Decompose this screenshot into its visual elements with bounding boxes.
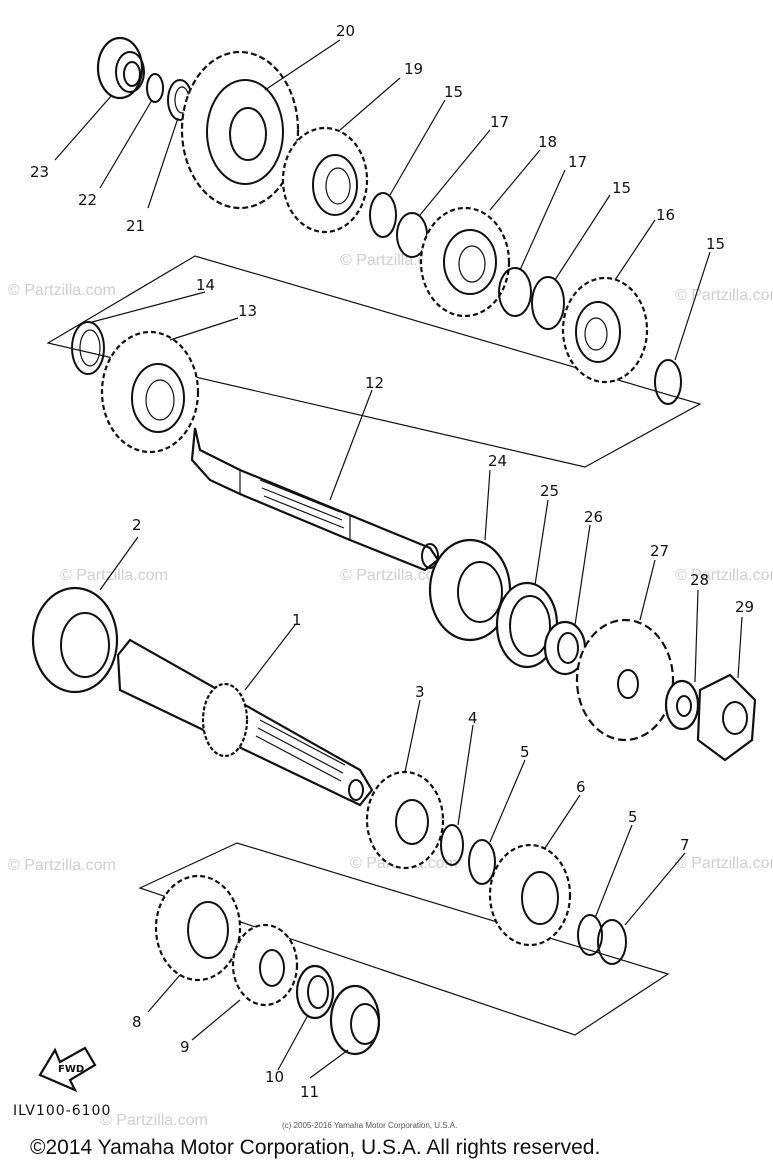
part-label-15-a: 15 <box>444 83 463 101</box>
part-label-28: 28 <box>690 571 709 589</box>
part-label-11: 11 <box>300 1083 319 1101</box>
diagram-code: ILV100-6100 <box>13 1103 111 1119</box>
upper-shaft-frame <box>46 255 702 468</box>
part-label-8: 8 <box>132 1013 142 1031</box>
washer-17-b <box>498 267 532 317</box>
gear-6 <box>488 843 572 947</box>
gear-13 <box>100 330 200 454</box>
part-label-19: 19 <box>404 60 423 78</box>
part-label-4: 4 <box>468 709 478 727</box>
circlip-15-a <box>369 192 397 238</box>
washer-14-bore <box>79 329 101 367</box>
part-label-23: 23 <box>30 163 49 181</box>
washer-4 <box>440 824 464 866</box>
bearing-23 <box>96 36 145 100</box>
part-label-27: 27 <box>650 542 669 560</box>
copyright-notice: ©2014 Yamaha Motor Corporation, U.S.A. A… <box>30 1136 601 1159</box>
part-label-20: 20 <box>336 22 355 40</box>
part-label-17-a: 17 <box>490 113 509 131</box>
part-label-25: 25 <box>540 482 559 500</box>
part-label-2: 2 <box>132 516 142 534</box>
part-label-12: 12 <box>365 374 384 392</box>
part-label-17-b: 17 <box>568 153 587 171</box>
source-line: (c) 2005-2016 Yamaha Motor Corporation, … <box>282 1121 457 1130</box>
main-shaft-12 <box>190 427 440 572</box>
watermark: © Partzilla.com <box>8 282 116 299</box>
part-number-labels: 1 2 3 4 5 5 6 7 8 9 10 11 12 13 14 15 15… <box>30 22 754 1101</box>
sprocket-27 <box>575 618 675 742</box>
part-label-14: 14 <box>196 276 215 294</box>
part-label-5-a: 5 <box>520 743 530 761</box>
bearing-2 <box>31 586 119 694</box>
gear-9 <box>231 923 299 1007</box>
part-label-3: 3 <box>415 683 425 701</box>
watermark: © Partzilla.com <box>675 287 773 304</box>
gear-18 <box>419 206 511 318</box>
watermark: © Partzilla.com <box>675 567 773 584</box>
gear-20 <box>180 50 300 210</box>
gear-19 <box>281 126 369 234</box>
gear-3 <box>365 770 445 870</box>
watermark: © Partzilla.com <box>675 855 773 872</box>
part-label-18: 18 <box>538 133 557 151</box>
leader-lines <box>54 39 743 1079</box>
watermark: © Partzilla.com <box>8 857 116 874</box>
part-label-22: 22 <box>78 191 97 209</box>
fwd-arrow-icon: FWD <box>38 1046 97 1093</box>
part-label-15-c: 15 <box>706 235 725 253</box>
circlip-5-a <box>468 839 496 885</box>
circlip-15-b <box>531 276 565 330</box>
part-label-29: 29 <box>735 598 754 616</box>
circlip-15-c <box>654 359 682 405</box>
part-label-5-b: 5 <box>628 808 638 826</box>
part-label-13: 13 <box>238 302 257 320</box>
washer-14 <box>71 321 105 375</box>
drive-axle-1 <box>116 638 374 807</box>
washer-7 <box>597 919 627 965</box>
part-label-15-b: 15 <box>612 179 631 197</box>
part-label-24: 24 <box>488 452 507 470</box>
washer-10 <box>295 964 335 1020</box>
gear-16 <box>561 276 649 384</box>
fwd-label: FWD <box>58 1064 84 1075</box>
watermark: © Partzilla.com <box>100 1112 208 1129</box>
lock-washer-28 <box>664 679 700 731</box>
watermark: © Partzilla.com <box>60 567 168 584</box>
circlip-22 <box>146 73 164 103</box>
nut-29 <box>696 673 757 762</box>
part-label-6: 6 <box>576 778 586 796</box>
bearing-11 <box>329 984 381 1056</box>
lower-gear-frame <box>138 842 670 1036</box>
part-label-16: 16 <box>656 206 675 224</box>
watermark: © Partzilla.com <box>340 567 448 584</box>
part-label-7: 7 <box>680 836 690 854</box>
gear-8 <box>154 874 242 982</box>
part-label-21: 21 <box>126 217 145 235</box>
part-label-26: 26 <box>584 508 603 526</box>
watermarks: © Partzilla.com © Partzilla.com © Partzi… <box>8 252 773 1129</box>
oil-seal-25 <box>495 581 559 669</box>
part-label-1: 1 <box>292 611 302 629</box>
part-label-9: 9 <box>180 1038 190 1056</box>
watermark: © Partzilla.com <box>340 252 448 269</box>
part-label-10: 10 <box>265 1068 284 1086</box>
circlip-5-b <box>577 914 603 956</box>
